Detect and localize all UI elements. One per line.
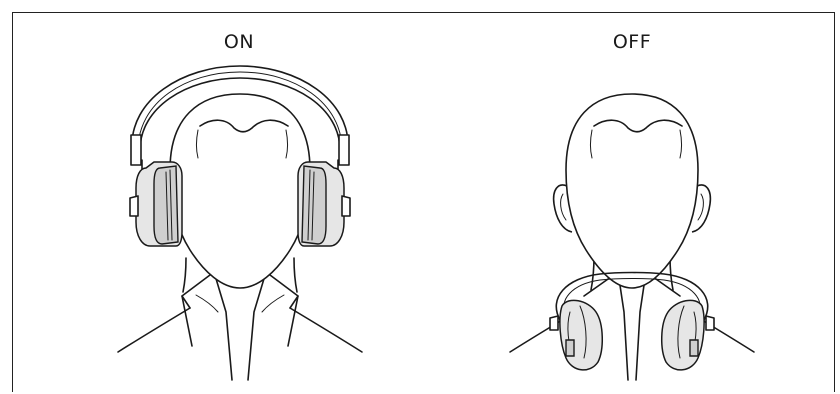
- person-wearing-headphones-on-ears-icon: [118, 66, 362, 380]
- person-with-headphones-around-neck-icon: [510, 94, 754, 380]
- on-left-earcup: [130, 162, 182, 246]
- off-right-earcup: [662, 300, 714, 370]
- on-figure-head: [170, 94, 310, 288]
- off-left-earcup: [550, 300, 602, 370]
- on-right-earcup: [298, 162, 350, 246]
